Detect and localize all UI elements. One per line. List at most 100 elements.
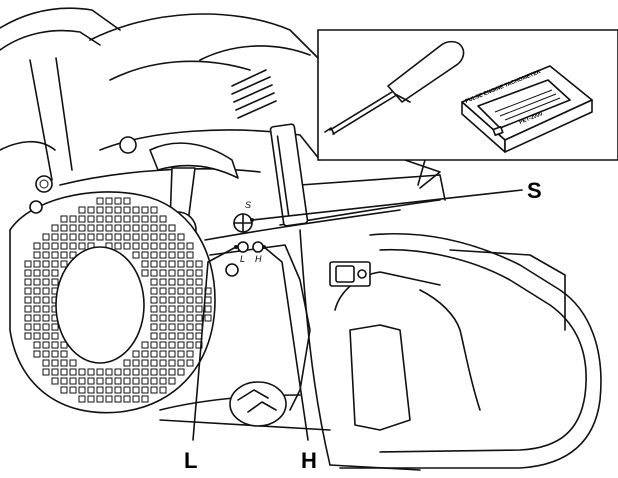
grille-cell <box>33 332 41 340</box>
grille-cell <box>141 260 149 268</box>
grille-cell <box>132 251 140 259</box>
grille-cell <box>96 215 104 223</box>
grille-cell <box>168 368 176 376</box>
grille-cell <box>96 377 104 385</box>
grille-cell <box>141 206 149 214</box>
grille-cell <box>159 251 167 259</box>
s-screw-mark: S <box>245 200 251 210</box>
grille-cell <box>78 242 86 250</box>
rear-handle <box>299 229 602 471</box>
grille-cell <box>60 251 68 259</box>
grille-cell <box>168 224 176 232</box>
grille-cell <box>186 242 194 250</box>
grille-cell <box>186 251 194 259</box>
grille-cell <box>114 233 122 241</box>
grille-cell <box>168 350 176 358</box>
grille-cell <box>168 296 176 304</box>
grille-cell <box>96 206 104 214</box>
grille-cell <box>123 206 131 214</box>
grille-cell <box>159 224 167 232</box>
l-screw-mark: L <box>240 254 245 264</box>
grille-cell <box>150 314 158 322</box>
grille-cell <box>159 242 167 250</box>
grille-cell <box>78 368 86 376</box>
grille-cell <box>150 386 158 394</box>
grille-cell <box>42 251 50 259</box>
grille-cell <box>51 341 59 349</box>
grille-cell <box>186 269 194 277</box>
grille-cell <box>42 260 50 268</box>
grille-cell <box>141 368 149 376</box>
grille-cell <box>168 260 176 268</box>
grille-cell <box>51 233 59 241</box>
grille-cell <box>105 206 113 214</box>
grille-cell <box>195 278 203 286</box>
grille-cell <box>114 377 122 385</box>
grille-cell <box>60 242 68 250</box>
callout-leaders <box>192 189 523 441</box>
grille-cell <box>114 215 122 223</box>
grille-cell <box>60 377 68 385</box>
grille-cell <box>24 323 32 331</box>
grille-cell <box>141 350 149 358</box>
grille-cell <box>123 197 131 205</box>
grille-cell <box>141 341 149 349</box>
grille-cell <box>177 233 185 241</box>
grille-cell <box>78 215 86 223</box>
grille-cell <box>105 377 113 385</box>
grille-cell <box>132 224 140 232</box>
grille-cell <box>42 368 50 376</box>
grille-cell <box>123 377 131 385</box>
grille-cell <box>33 287 41 295</box>
grille-cell <box>177 341 185 349</box>
grille-cell <box>150 278 158 286</box>
grille-cell <box>186 332 194 340</box>
grille-cell <box>150 350 158 358</box>
grille-cell <box>168 323 176 331</box>
grille-cell <box>150 215 158 223</box>
grille-cell <box>114 386 122 394</box>
grille-cell <box>132 386 140 394</box>
grille-cell <box>141 224 149 232</box>
grille-cell <box>69 233 77 241</box>
grille-cell <box>105 368 113 376</box>
grille-cell <box>33 323 41 331</box>
grille-cell <box>150 269 158 277</box>
grille-cell <box>177 242 185 250</box>
grille-cell <box>159 260 167 268</box>
grille-cell <box>51 377 59 385</box>
grille-cell <box>123 395 131 403</box>
grille-cell <box>96 386 104 394</box>
grille-cell <box>132 206 140 214</box>
grille-cell <box>141 233 149 241</box>
choke-lever <box>269 123 309 227</box>
grille-cell <box>105 215 113 223</box>
grille-cell <box>141 377 149 385</box>
grille-cell <box>195 269 203 277</box>
grille-cell <box>186 260 194 268</box>
grille-cell <box>69 215 77 223</box>
grille-cell <box>150 251 158 259</box>
grille-cell <box>132 368 140 376</box>
grille-cell <box>51 242 59 250</box>
grille-cell <box>177 278 185 286</box>
grille-cell <box>159 305 167 313</box>
grille-cell <box>69 386 77 394</box>
grille-cell <box>60 233 68 241</box>
grille-cell <box>177 350 185 358</box>
grille-cell <box>78 377 86 385</box>
grille-cell <box>186 323 194 331</box>
grille-cell <box>87 233 95 241</box>
grille-cell <box>42 359 50 367</box>
grille-cell <box>186 287 194 295</box>
grille-cell <box>159 323 167 331</box>
grille-cell <box>186 278 194 286</box>
grille-cell <box>141 386 149 394</box>
grille-cell <box>150 368 158 376</box>
grille-cell <box>42 296 50 304</box>
grille-cell <box>123 242 131 250</box>
grille-cell <box>69 224 77 232</box>
grille-cell <box>87 215 95 223</box>
grille-cell <box>69 377 77 385</box>
grille-cell <box>132 215 140 223</box>
